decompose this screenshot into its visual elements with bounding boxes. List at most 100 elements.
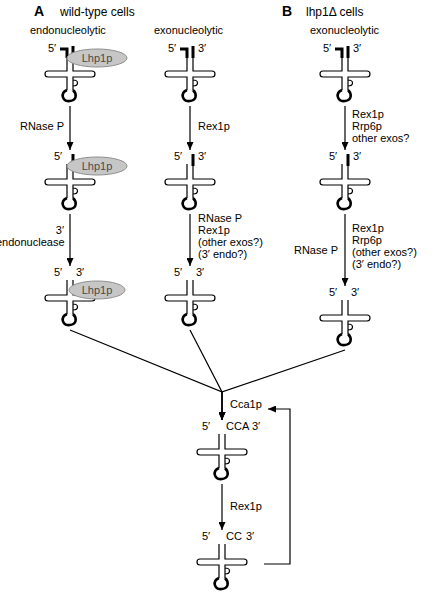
panel-heading: lhp1Δ cells [306,5,363,19]
end-label: 5′ [54,266,62,278]
pathway-label: exonucleolytic [310,24,379,37]
trna-drawing [152,150,228,212]
end-label: 5′ [54,150,62,162]
trna-structure: Lhp1p 5′ [32,150,128,212]
process-arrow [69,106,70,150]
trna-drawing [152,266,228,328]
trna-outline [45,164,95,198]
end-label: 3′ [353,42,361,54]
end-label: 5′ [329,286,337,298]
end-label: 3′ [351,286,359,298]
anticodon-loop [215,468,228,479]
end-label: 5′ [202,420,210,432]
trna-outline [165,164,215,198]
enzyme-label: (other exos?) [198,236,263,249]
end-label: 3′ [246,530,254,542]
process-arrow [70,330,222,420]
enzyme-label: Rex1p [198,120,230,132]
enzyme-label: Rex1p [352,108,384,121]
three-prime-trailer [192,46,195,58]
protein-outline [69,281,125,299]
end-label: CC [226,530,242,542]
end-label: 5′ [323,42,331,54]
end-label: 3′ [196,266,204,278]
trna-structure: 5′ 3′ [152,42,228,104]
enzyme-label: other exos? [352,132,409,145]
enzyme-label: RNase P [294,244,338,256]
trna-outline [320,56,370,90]
trna-outline [165,56,215,90]
trna-structure: 5′ CCA3′ [184,420,264,482]
trna-structure: 5′ 3′ [152,150,228,212]
trna-structure: 5′ CC 3′ [184,530,264,592]
end-label: 5′ [329,150,337,162]
end-label: 3′ [198,150,206,162]
enzyme-label: (3′ endo?) [198,248,247,261]
enzyme-label: 3′ endonuclease [0,224,64,248]
end-label: 3′ [353,150,361,162]
anticodon-loop [63,314,76,325]
end-label: 3′ [198,42,206,54]
protein-outline [67,49,127,67]
trna-structure: 5′ 3′ [152,266,228,328]
trna-drawing [152,42,228,104]
three-prime-trailer [72,154,75,166]
pathway-label: endonucleolytic [30,24,106,37]
three-prime-trailer [347,46,350,58]
anticodon-loop [63,90,76,101]
process-arrow [189,106,190,150]
trna-outline [197,544,247,578]
anticodon-loop [338,334,351,345]
three-prime-trailer [347,154,350,166]
five-prime-leader [60,49,67,58]
trna-outline [197,434,247,468]
protein-ellipse: Lhp1p [66,48,128,68]
end-label: 5′ [174,150,182,162]
trna-structure: 5′ 3′ [307,150,383,212]
process-arrow [189,214,190,266]
process-arrow [344,214,345,286]
enzyme-label: Rex1p [230,500,262,512]
trna-drawing [307,286,383,348]
trna-structure: Lhp1p 5′ 3′ [32,266,128,328]
anticodon-loop [183,314,196,325]
trna-outline [45,56,95,90]
panel-heading: wild-type cells [60,5,135,19]
enzyme-label: RNase P [20,120,64,132]
trna-outline [320,164,370,198]
end-label: 3′ [252,420,260,432]
protein-name: Lhp1p [66,156,128,176]
end-label: 3′ [76,266,84,278]
end-label: 5′ [168,42,176,54]
end-label: CCA [226,420,249,432]
protein-name: Lhp1p [68,280,126,300]
five-prime-leader [180,49,187,58]
panel-heading: A [34,3,44,19]
end-label: 5′ [48,42,56,54]
three-prime-trailer [192,154,195,166]
process-arrow [264,409,290,564]
enzyme-label: Rrp6p [352,120,382,133]
process-arrow [69,214,70,266]
end-label: 5′ [174,266,182,278]
enzyme-label: Rex1p [198,224,230,237]
anticodon-loop [215,578,228,589]
anticodon-loop [63,198,76,209]
panel-heading: B [282,3,292,19]
three-prime-trailer [72,46,75,58]
trna-outline [165,280,215,314]
end-label: 5′ [202,530,210,542]
five-prime-leader [335,49,342,58]
enzyme-label: (3′ endo?) [352,258,401,271]
protein-name: Lhp1p [66,48,128,68]
enzyme-label: Rrp6p [352,234,382,247]
trna-structure: 5′ 3′ [307,42,383,104]
anticodon-loop [338,198,351,209]
anticodon-loop [338,90,351,101]
protein-outline [67,157,127,175]
trna-outline [45,280,95,314]
process-arrow [221,484,222,530]
anticodon-loop [183,90,196,101]
enzyme-label: Rex1p [352,222,384,235]
trna-outline [320,300,370,334]
